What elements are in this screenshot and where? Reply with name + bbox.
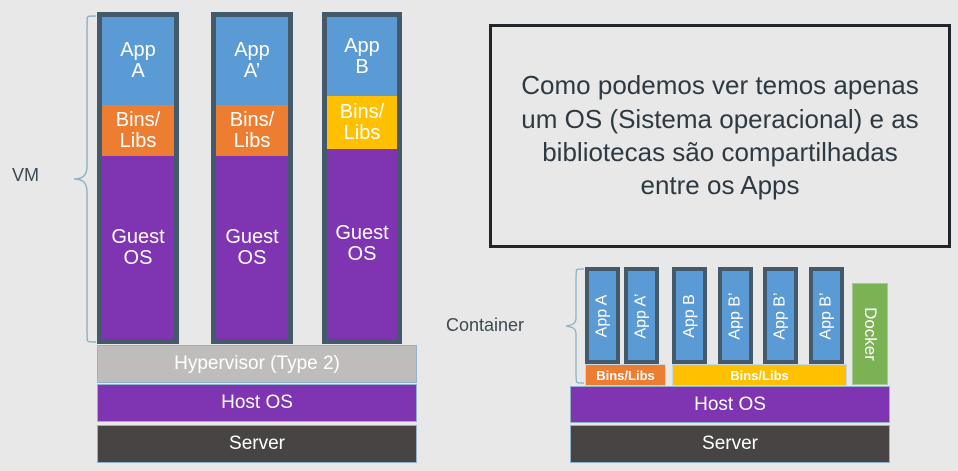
container-app-2: App A’ bbox=[624, 267, 659, 364]
container-bins-yellow-label: Bins/Libs bbox=[730, 367, 789, 383]
container-app-6: App B’ bbox=[809, 267, 844, 364]
container-bins-orange: Bins/Libs bbox=[585, 364, 666, 386]
vm-1-os-label: Guest OS bbox=[102, 156, 174, 339]
vm-2-os-label: Guest OS bbox=[216, 156, 288, 339]
vm-brace bbox=[73, 15, 97, 343]
docker-column: Docker bbox=[852, 283, 888, 385]
vm-server-label: Server bbox=[229, 433, 285, 454]
docker-label: Docker bbox=[861, 307, 881, 361]
vm-server-band: Server bbox=[97, 425, 417, 463]
container-brace bbox=[565, 268, 585, 384]
container-bins-orange-label: Bins/Libs bbox=[596, 367, 655, 383]
container-app-5-label: App B’ bbox=[771, 291, 789, 340]
vm-1-app-label: App A bbox=[102, 17, 174, 105]
container-server-band: Server bbox=[570, 425, 890, 463]
container-side-label: Container bbox=[446, 315, 525, 335]
container-app-1: App A bbox=[585, 267, 620, 364]
container-server-label: Server bbox=[702, 433, 758, 454]
vm-host-os-band: Host OS bbox=[97, 384, 417, 422]
container-app-3: App B bbox=[672, 267, 707, 364]
container-host-os-band: Host OS bbox=[570, 386, 890, 423]
vm-stack-3: App B Bins/ Libs Guest OS bbox=[322, 12, 402, 344]
vm-3-bins-label: Bins/ Libs bbox=[327, 96, 397, 149]
callout-box: Como podemos ver temos apenas um OS (Sis… bbox=[489, 24, 951, 248]
vm-side-label: VM bbox=[12, 165, 39, 185]
container-app-4: App B’ bbox=[718, 267, 753, 364]
vm-stack-1: App A Bins/ Libs Guest OS bbox=[97, 12, 179, 344]
vm-2-bins-label: Bins/ Libs bbox=[216, 105, 288, 156]
container-app-3-label: App B bbox=[680, 293, 698, 338]
vm-1-bins-label: Bins/ Libs bbox=[102, 105, 174, 156]
callout-text: Como podemos ver temos apenas um OS (Sis… bbox=[521, 70, 919, 201]
container-app-2-label: App A’ bbox=[632, 292, 650, 339]
vm-stack-2: App A’ Bins/ Libs Guest OS bbox=[211, 12, 293, 344]
container-app-1-label: App A bbox=[593, 294, 611, 337]
vm-3-app-label: App B bbox=[327, 17, 397, 96]
vm-hypervisor-label: Hypervisor (Type 2) bbox=[174, 353, 340, 374]
container-app-4-label: App B’ bbox=[726, 291, 744, 340]
vm-2-app-label: App A’ bbox=[216, 17, 288, 105]
vm-host-os-label: Host OS bbox=[221, 392, 293, 413]
container-app-6-label: App B’ bbox=[817, 291, 835, 340]
vm-hypervisor-band: Hypervisor (Type 2) bbox=[97, 345, 417, 383]
container-host-os-label: Host OS bbox=[694, 393, 766, 415]
vm-3-os-label: Guest OS bbox=[327, 149, 397, 339]
container-app-5: App B’ bbox=[763, 267, 798, 364]
container-bins-yellow: Bins/Libs bbox=[672, 364, 847, 386]
